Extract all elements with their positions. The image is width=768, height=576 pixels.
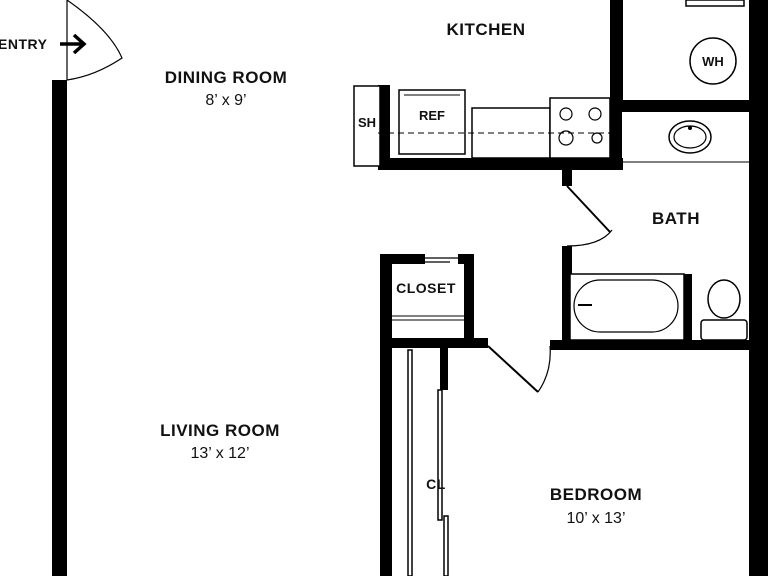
toilet-tank: [700, 319, 748, 341]
cl-slider-a: [407, 349, 413, 576]
bath-bottom-wall: [550, 340, 768, 350]
burner: [558, 130, 574, 146]
bath-left-wall: [562, 246, 572, 350]
tub-end-wall: [684, 274, 692, 340]
closet-top-wall-left: [380, 254, 425, 264]
burner: [591, 132, 603, 144]
cl-slider-c: [443, 515, 449, 576]
dining-room-dims: 8’ x 9’: [205, 92, 246, 109]
dining-room-label: DINING ROOM: [165, 68, 288, 87]
kitchen-left-wall: [378, 85, 390, 170]
sh-label: SH: [358, 115, 376, 130]
ref-label: REF: [419, 108, 445, 123]
water-heater: [689, 37, 737, 85]
stove: [549, 97, 611, 159]
right-exterior-wall: [749, 0, 768, 576]
living-room-label: LIVING ROOM: [160, 421, 280, 440]
left-exterior-wall: [52, 80, 67, 576]
bedroom-label: BEDROOM: [550, 485, 642, 504]
toilet-bowl: [707, 279, 741, 319]
faucet: [688, 126, 692, 130]
bath-top-left-wall: [610, 112, 622, 170]
burner: [588, 107, 602, 121]
kitchen-label: KITCHEN: [446, 20, 525, 39]
entry-door-swing: [66, 0, 123, 81]
bath-label: BATH: [652, 209, 700, 228]
kitchen-bottom-wall: [378, 158, 623, 170]
wh-label: WH: [702, 54, 724, 69]
bedroom-door-leaf: [487, 345, 539, 393]
bath-door-stub-top: [562, 170, 572, 186]
wh-closet-bottom-wall: [610, 100, 752, 112]
bedroom-top-wall: [380, 338, 488, 348]
wh-shelf: [685, 0, 745, 7]
closet-right-wall: [464, 254, 474, 344]
closet-left-wall: [380, 254, 392, 576]
bedroom-dims: 10’ x 13’: [567, 510, 626, 527]
fixtures: [353, 0, 749, 341]
bath-door-swing: [566, 229, 613, 247]
burner: [559, 107, 573, 121]
cl-wall-stub: [440, 348, 448, 390]
living-room-dims: 13’ x 12’: [191, 445, 250, 462]
closet-label: CLOSET: [396, 280, 456, 296]
bedroom-door-swing: [537, 345, 551, 393]
cl-slider-b: [437, 389, 443, 521]
entry-label: ENTRY: [0, 36, 48, 52]
doors: [66, 0, 618, 576]
walls: [52, 0, 768, 576]
cl-label: CL: [426, 476, 446, 492]
shelf-unit: [353, 85, 381, 167]
labels: ENTRY KITCHEN DINING ROOM 8’ x 9’ LIVING…: [0, 20, 724, 527]
entry-arrow-icon: [60, 33, 87, 55]
bath-door-leaf: [566, 185, 611, 233]
refrigerator: [398, 89, 466, 155]
